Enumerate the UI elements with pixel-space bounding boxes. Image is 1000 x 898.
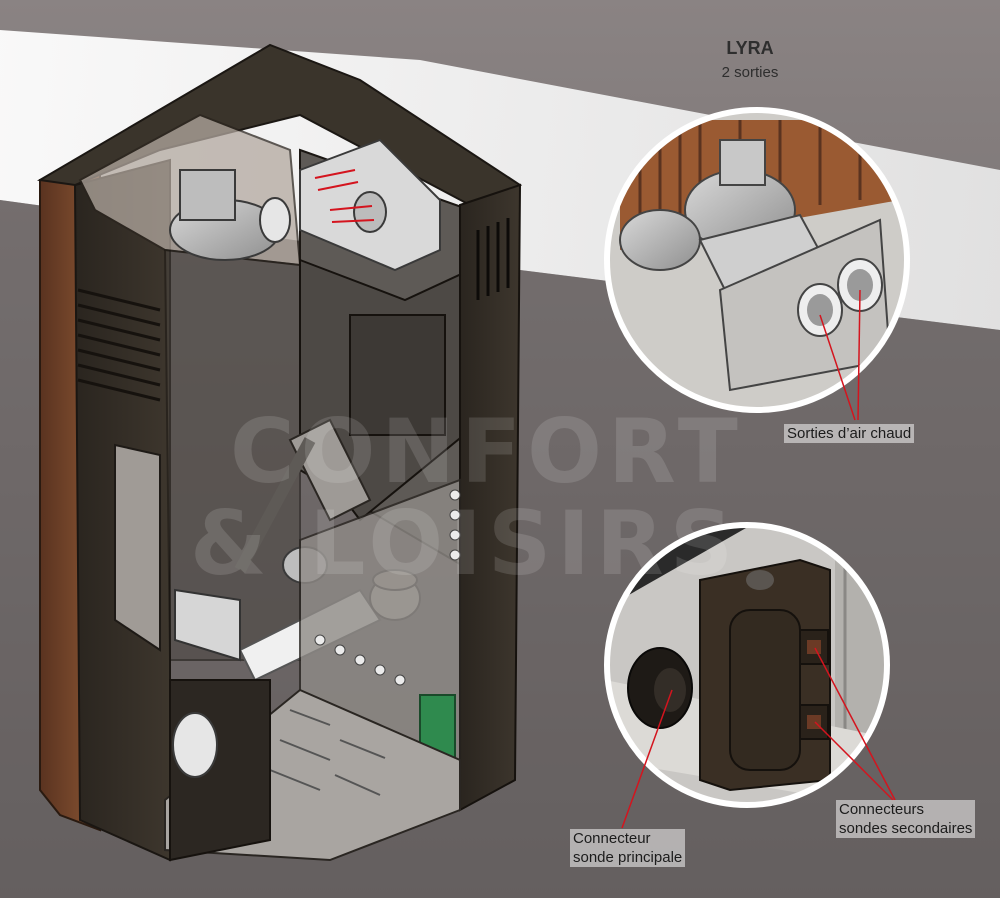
hopper-back-plate — [349, 314, 446, 436]
hot-air-outlets-detail — [604, 107, 910, 413]
door-glass — [114, 443, 161, 652]
probe-connectors-detail — [604, 522, 890, 808]
leader-lines — [621, 289, 896, 829]
stove-cutaway-illustration — [37, 43, 523, 862]
airflow-arrows — [314, 169, 375, 223]
label-main-probe: Connecteur sonde principale — [570, 829, 686, 867]
label-secondary-probes-line-2: sondes secondaires — [839, 820, 973, 837]
detail-circle-bottom — [604, 522, 890, 808]
label-secondary-probes: Connecteurs sondes secondaires — [836, 800, 976, 838]
burner-pot — [174, 588, 241, 662]
label-main-probe-line-2: sonde principale — [573, 849, 683, 866]
blower-motor — [169, 169, 291, 261]
label-main-probe-line-1: Connecteur — [573, 830, 651, 847]
watermark-line-1: CONFORT — [230, 400, 744, 503]
watermark-line-2: & LOISIRS — [190, 492, 740, 595]
flue-outlet — [172, 712, 218, 778]
detail-circle-top — [604, 107, 910, 413]
label-hot-air-outlets: Sorties d’air chaud — [784, 424, 915, 443]
label-secondary-probes-line-1: Connecteurs — [839, 801, 925, 818]
right-vent-slots — [476, 218, 510, 300]
side-louvers — [77, 288, 161, 402]
model-title: LYRA — [726, 38, 774, 58]
hot-air-duct — [299, 138, 441, 272]
model-subtitle: 2 sorties — [721, 64, 779, 81]
